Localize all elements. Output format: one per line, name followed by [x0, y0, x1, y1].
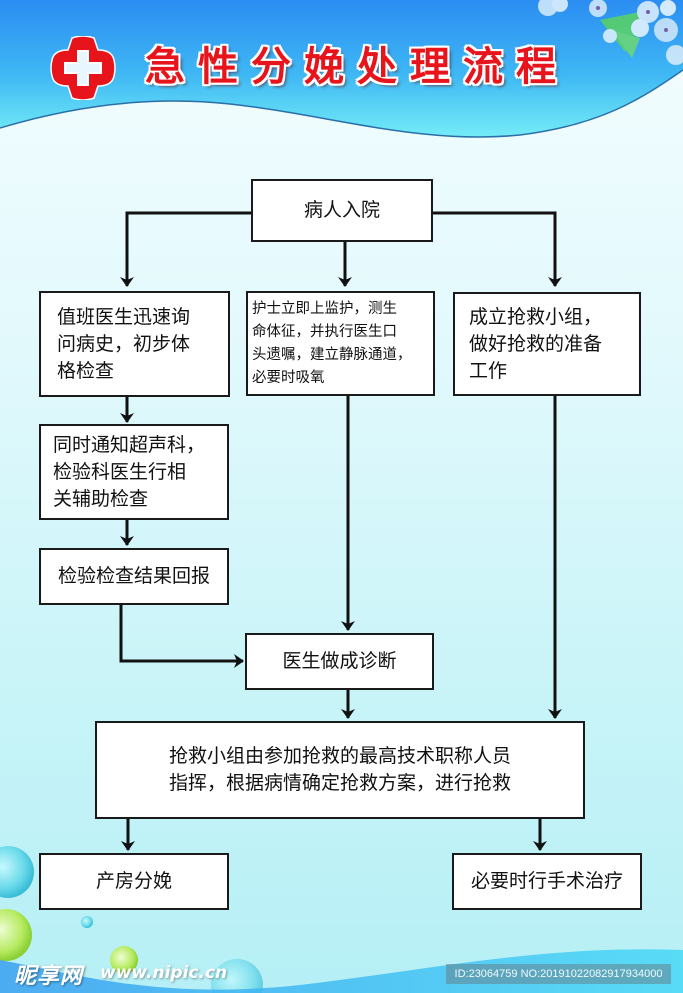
node-doctor-history-line: 格检查 — [57, 359, 115, 382]
node-rescue-team-line: 工作 — [469, 359, 508, 382]
node-rescue-command: 抢救小组由参加抢救的最高技术职称人员 指挥，根据病情确定抢救方案，进行抢救 — [95, 721, 585, 819]
watermark-url: www.nipic.cn — [100, 963, 228, 983]
page-title: 急性分娩处理流程 — [145, 43, 569, 90]
node-nurse-monitor: 护士立即上监护，测生 命体征，并执行医生口 头遗嘱，建立静脉通道， 必要时吸氧 — [246, 291, 435, 396]
node-rescue-command-line: 指挥，根据病情确定抢救方案，进行抢救 — [168, 772, 511, 794]
node-nurse-monitor-line: 命体征，并执行医生口 — [252, 323, 397, 340]
node-rescue-team-line: 做好抢救的准备 — [469, 332, 603, 355]
bubble-decoration-icon — [0, 846, 263, 993]
node-nurse-monitor-line: 护士立即上监护，测生 — [252, 300, 397, 317]
node-nurse-monitor-line: 头遗嘱，建立静脉通道， — [252, 346, 412, 363]
node-notify-depts: 同时通知超声科， 检验科医生行相 关辅助检查 — [39, 424, 229, 520]
watermark-logo: 昵享网 — [14, 964, 84, 989]
node-notify-depts-line: 关辅助检查 — [53, 487, 149, 510]
node-admission-text: 病人入院 — [303, 199, 380, 221]
red-cross-icon — [50, 36, 116, 100]
node-doctor-history: 值班医生迅速询 问病史，初步体 格检查 — [39, 291, 230, 397]
node-rescue-command-line: 抢救小组由参加抢救的最高技术职称人员 — [168, 745, 511, 767]
node-doctor-history-line: 值班医生迅速询 — [57, 305, 191, 328]
node-doctor-history-line: 问病史，初步体 — [57, 332, 191, 355]
node-diagnosis: 医生做成诊断 — [245, 633, 434, 690]
node-notify-depts-line: 同时通知超声科， — [53, 433, 206, 456]
node-surgery: 必要时行手术治疗 — [452, 853, 642, 910]
node-delivery-room-text: 产房分娩 — [95, 870, 172, 892]
blossom-decoration-icon — [538, 0, 683, 65]
node-lab-results: 检验检查结果回报 — [39, 548, 229, 605]
edge-lab-diagnosis — [119, 605, 244, 668]
node-rescue-team: 成立抢救小组， 做好抢救的准备 工作 — [453, 292, 641, 396]
node-diagnosis-text: 医生做成诊断 — [282, 650, 397, 672]
node-notify-depts-line: 检验科医生行相 — [53, 460, 187, 483]
image-id-label: ID:23064759 NO:20191022082917934000 — [446, 964, 671, 984]
node-lab-results-text: 检验检查结果回报 — [57, 565, 210, 587]
node-delivery-room: 产房分娩 — [39, 853, 229, 910]
node-surgery-text: 必要时行手术治疗 — [470, 870, 623, 892]
node-admission: 病人入院 — [251, 179, 433, 242]
node-rescue-team-line: 成立抢救小组， — [469, 305, 603, 328]
header-banner — [0, 0, 683, 138]
edge-admission-rescue-team — [432, 211, 562, 287]
edge-admission-doctor — [120, 211, 252, 287]
node-nurse-monitor-line: 必要时吸氧 — [252, 369, 325, 386]
